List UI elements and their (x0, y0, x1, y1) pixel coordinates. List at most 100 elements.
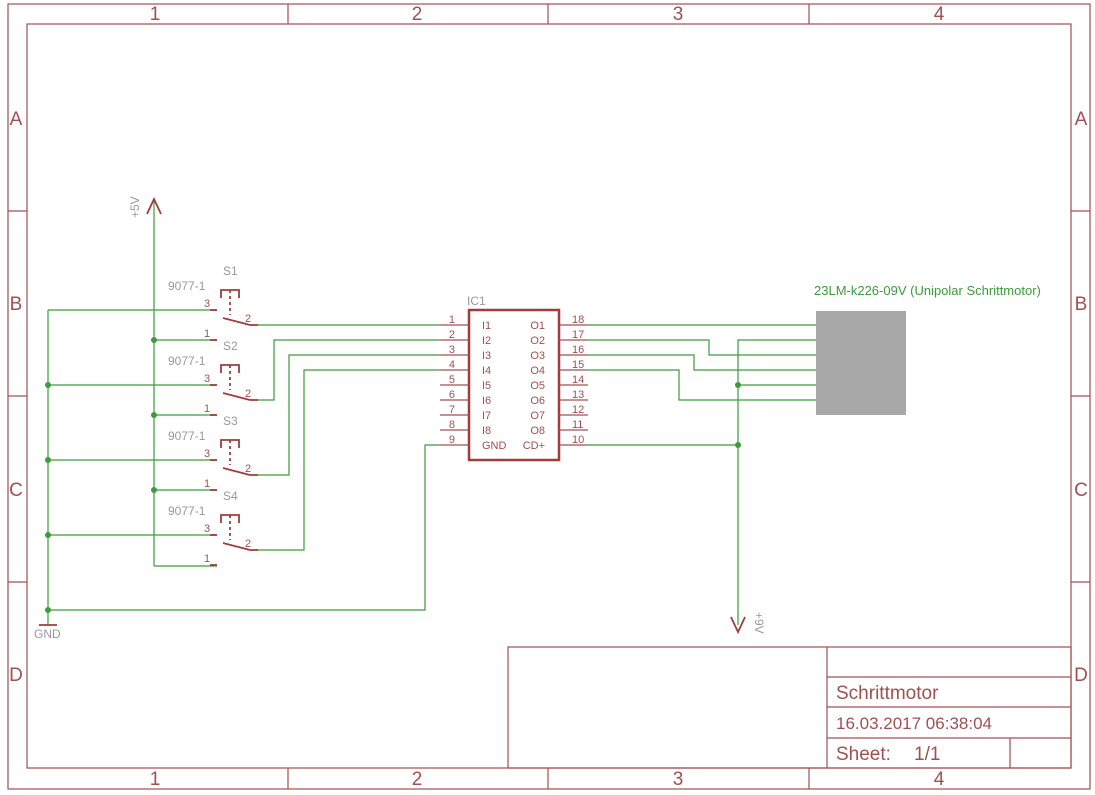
switch-s1: S1 9077-1 3 1 2 (168, 264, 258, 341)
ic1-pin-name: O5 (530, 380, 545, 392)
ic1-pin-name: O1 (530, 320, 545, 332)
switch-value: 9077-1 (168, 279, 206, 293)
ic1-pin-name: I3 (482, 350, 491, 362)
switch-pin-number: 3 (204, 448, 210, 460)
switch-pin-number: 1 (204, 553, 210, 565)
ic1-pin-number: 11 (572, 419, 583, 431)
ic1-pin-name: I5 (482, 380, 491, 392)
ic1-pin-name: O8 (530, 425, 545, 437)
row-label-left: B (10, 294, 23, 315)
vcc-9v-symbol: +9V (730, 612, 766, 635)
row-label-right: C (1074, 480, 1088, 501)
junctions (45, 337, 741, 613)
column-label-bottom: 1 (150, 769, 161, 790)
stepper-motor-body (816, 311, 906, 415)
ic1-pin-number: 7 (449, 404, 455, 416)
vcc-5v-symbol: +5V (128, 196, 162, 218)
switch-value: 9077-1 (168, 504, 206, 518)
ic1-pin-name: GND (482, 440, 507, 452)
ic1-pin-number: 13 (572, 389, 584, 401)
sheet-date: 16.03.2017 06:38:04 (836, 714, 992, 733)
column-label-bottom: 2 (412, 769, 423, 790)
switch-value: 9077-1 (168, 429, 206, 443)
ic1-pin-name: O6 (530, 395, 545, 407)
switch-pin-number: 3 (204, 298, 210, 310)
row-label-right: B (1075, 294, 1088, 315)
ic1-pin-number: 18 (572, 314, 584, 326)
wires (47, 200, 816, 625)
ic1-pin-name: I7 (482, 410, 491, 422)
ic1-pin-number: 3 (449, 344, 455, 356)
ic1-pin-number: 9 (449, 434, 455, 446)
inner-frame (26, 23, 1072, 769)
sheet-title: Schrittmotor (836, 683, 939, 704)
stepper-motor-label: 23LM-k226-09V (Unipolar Schrittmotor) (814, 283, 1041, 298)
switch-s3: S3 9077-1 3 1 2 (168, 414, 258, 491)
switch-s2: S2 9077-1 3 1 2 (168, 339, 258, 416)
ic1-pin-name: O4 (530, 365, 545, 377)
ic1-pin-number: 1 (449, 314, 455, 326)
ic1-pin-name: I1 (482, 320, 491, 332)
row-label-left: C (9, 480, 23, 501)
switch-group: S19077-1312S29077-1312S39077-1312S49077-… (168, 264, 258, 566)
ic1-name: IC1 (467, 294, 486, 308)
row-label-left: A (10, 109, 23, 130)
column-label-top: 4 (934, 4, 945, 25)
stepper-motor: 23LM-k226-09V (Unipolar Schrittmotor) (814, 283, 1041, 415)
sheet-label: Sheet: (836, 744, 891, 765)
ic1-pin-name: O3 (530, 350, 545, 362)
ic1-pin-name: CD+ (523, 440, 545, 452)
switch-pin-number: 2 (245, 463, 251, 475)
ic1-pin-name: I2 (482, 335, 491, 347)
row-label-right: A (1075, 109, 1088, 130)
column-label-top: 2 (412, 4, 423, 25)
ic1-pin-number: 5 (449, 374, 455, 386)
switch-name: S2 (223, 339, 238, 353)
row-label-right: D (1074, 665, 1088, 686)
switch-pin-number: 1 (204, 403, 210, 415)
ic1-pin-name: I6 (482, 395, 491, 407)
gnd-symbol: GND (34, 624, 61, 641)
vcc-9v-label: +9V (752, 612, 766, 634)
switch-value: 9077-1 (168, 354, 206, 368)
switch-pin-number: 3 (204, 523, 210, 535)
outer-frame (7, 3, 1091, 790)
ic1-pin-name: I4 (482, 365, 491, 377)
column-label-bottom: 4 (934, 769, 945, 790)
ic1-pin-number: 8 (449, 419, 455, 431)
column-label-top: 1 (150, 4, 161, 25)
switch-name: S3 (223, 414, 238, 428)
ic1-pin-number: 10 (572, 434, 584, 446)
switch-pin-number: 2 (245, 313, 251, 325)
column-label-top: 3 (673, 4, 684, 25)
row-label-left: D (9, 665, 23, 686)
gnd-label: GND (34, 627, 61, 641)
ic1-pin-number: 2 (449, 329, 455, 341)
ic1-pin-name: O7 (530, 410, 545, 422)
ic1-pin-number: 16 (572, 344, 584, 356)
ic1-pin-number: 14 (572, 374, 584, 386)
switch-name: S4 (223, 489, 238, 503)
ic1-pin-number: 6 (449, 389, 455, 401)
switch-name: S1 (223, 264, 238, 278)
ic1-pin-number: 12 (572, 404, 584, 416)
ic1-pin-number: 4 (449, 359, 455, 371)
ic1-pin-number: 15 (572, 359, 584, 371)
ic1-pin-name: I8 (482, 425, 491, 437)
switch-pin-number: 3 (204, 373, 210, 385)
switch-pin-number: 1 (204, 328, 210, 340)
switch-pin-number: 2 (245, 388, 251, 400)
sheet-number: 1/1 (914, 744, 940, 765)
switch-pin-number: 1 (204, 478, 210, 490)
switch-pin-number: 2 (245, 538, 251, 550)
title-block: Schrittmotor 16.03.2017 06:38:04 Sheet: … (507, 646, 1072, 769)
column-label-bottom: 3 (673, 769, 684, 790)
ic1-pin-number: 17 (572, 329, 584, 341)
vcc-5v-label: +5V (128, 196, 142, 218)
switch-s4: S4 9077-1 3 1 2 (168, 489, 258, 566)
ic1-pin-name: O2 (530, 335, 545, 347)
